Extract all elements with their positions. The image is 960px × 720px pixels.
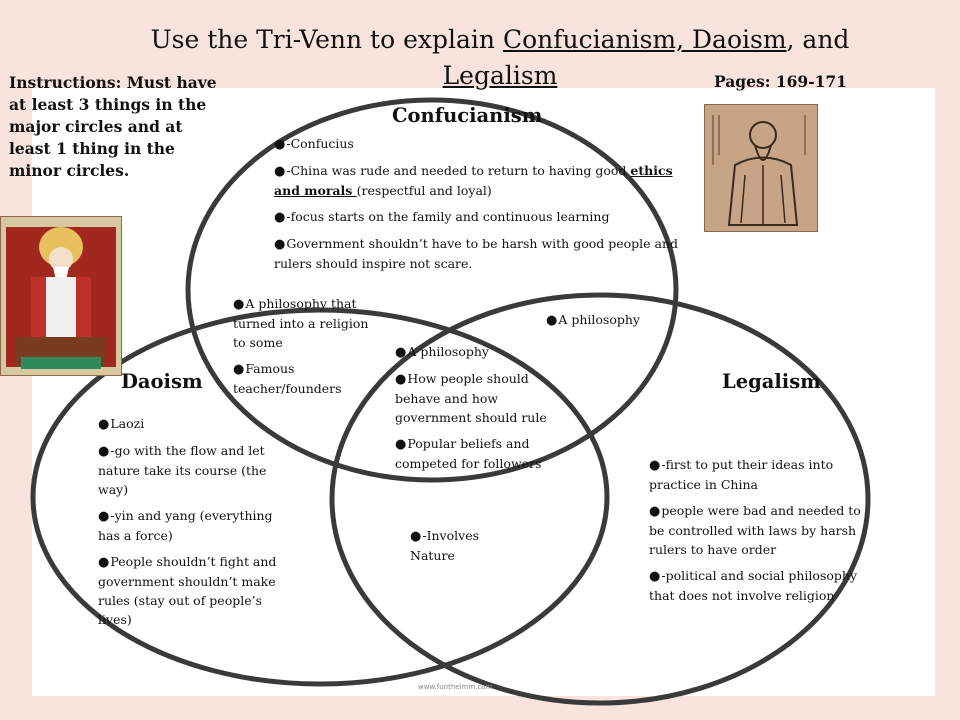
page-title: Use the Tri-Venn to explain Confucianism… (140, 22, 860, 94)
confucianism-daoism-list: ●A philosophy that turned into a religio… (233, 294, 378, 405)
bullet-icon: ● (274, 237, 286, 252)
list-item: ●Government shouldn’t have to be harsh w… (274, 236, 679, 271)
list-item: ●-Involves Nature (410, 528, 480, 563)
bullet-icon: ● (649, 458, 661, 473)
bullet-icon: ● (98, 509, 110, 524)
confucianism-circle (185, 97, 679, 483)
pages-reference: Pages: 169-171 (714, 72, 847, 91)
ethics-emphasis: ethics and morals (274, 163, 673, 198)
instructions-text: Instructions: Must have at least 3 thing… (9, 73, 217, 180)
bullet-icon: ● (410, 529, 422, 544)
list-item: ●Laozi (98, 416, 145, 432)
bullet-icon: ● (395, 372, 407, 387)
center-overlap-list: ●A philosophy ●How people should behave … (395, 342, 555, 480)
bullet-icon: ● (649, 569, 661, 584)
title-text: Use the Tri-Venn to explain (150, 25, 503, 54)
bullet-icon: ● (274, 164, 286, 179)
bullet-icon: ● (395, 345, 407, 360)
bullet-icon: ● (98, 444, 110, 459)
list-item: ●Popular beliefs and competed for follow… (395, 436, 542, 471)
bullet-icon: ● (395, 437, 407, 452)
daoism-legalism-list: ●-Involves Nature (410, 526, 510, 572)
confucianism-label: Confucianism (392, 104, 543, 127)
list-item: ●A philosophy that turned into a religio… (233, 296, 369, 350)
list-item: ●A philosophy (546, 312, 640, 328)
title-connector: , and (786, 25, 850, 54)
bullet-icon: ● (98, 417, 110, 432)
list-item: ●People shouldn’t fight and government s… (98, 554, 277, 627)
list-item: ●-China was rude and needed to return to… (274, 163, 673, 198)
daoism-list: ●Laozi ●-go with the flow and let nature… (98, 414, 288, 636)
list-item: ●-political and social philosophy that d… (649, 568, 858, 603)
list-item: ●How people should behave and how govern… (395, 371, 547, 425)
confucianism-list: ●-Confucius ●-China was rude and needed … (274, 134, 679, 280)
bullet-icon: ● (98, 555, 110, 570)
legalism-circle (329, 292, 871, 706)
list-item: ●-go with the flow and let nature take i… (98, 443, 267, 497)
bullet-icon: ● (274, 210, 286, 225)
daoism-circle (30, 307, 610, 687)
list-item: ●-focus starts on the family and continu… (274, 209, 610, 225)
daoism-label: Daoism (121, 370, 203, 393)
list-item: ●-yin and yang (everything has a force) (98, 508, 273, 543)
bullet-icon: ● (233, 297, 245, 312)
bullet-icon: ● (649, 504, 661, 519)
bullet-icon: ● (233, 362, 245, 377)
title-underlined-topics: Confucianism, Daoism (502, 25, 787, 54)
laozi-portrait-image (0, 216, 122, 376)
list-item: ●A philosophy (395, 344, 489, 360)
legalism-list: ●-first to put their ideas into practice… (649, 455, 864, 612)
confucianism-legalism-list: ●A philosophy (546, 310, 666, 337)
list-item: ●Famous teacher/founders (233, 361, 342, 396)
title-underlined-legalism: Legalism (442, 61, 558, 90)
source-watermark: www.funtheimm.com (418, 683, 493, 691)
confucius-portrait-image (704, 104, 818, 232)
legalism-label: Legalism (722, 370, 821, 393)
bullet-icon: ● (274, 137, 286, 152)
list-item: ●people were bad and needed to be contro… (649, 503, 861, 557)
list-item: ●-Confucius (274, 136, 354, 152)
list-item: ●-first to put their ideas into practice… (649, 457, 834, 492)
bullet-icon: ● (546, 313, 558, 328)
